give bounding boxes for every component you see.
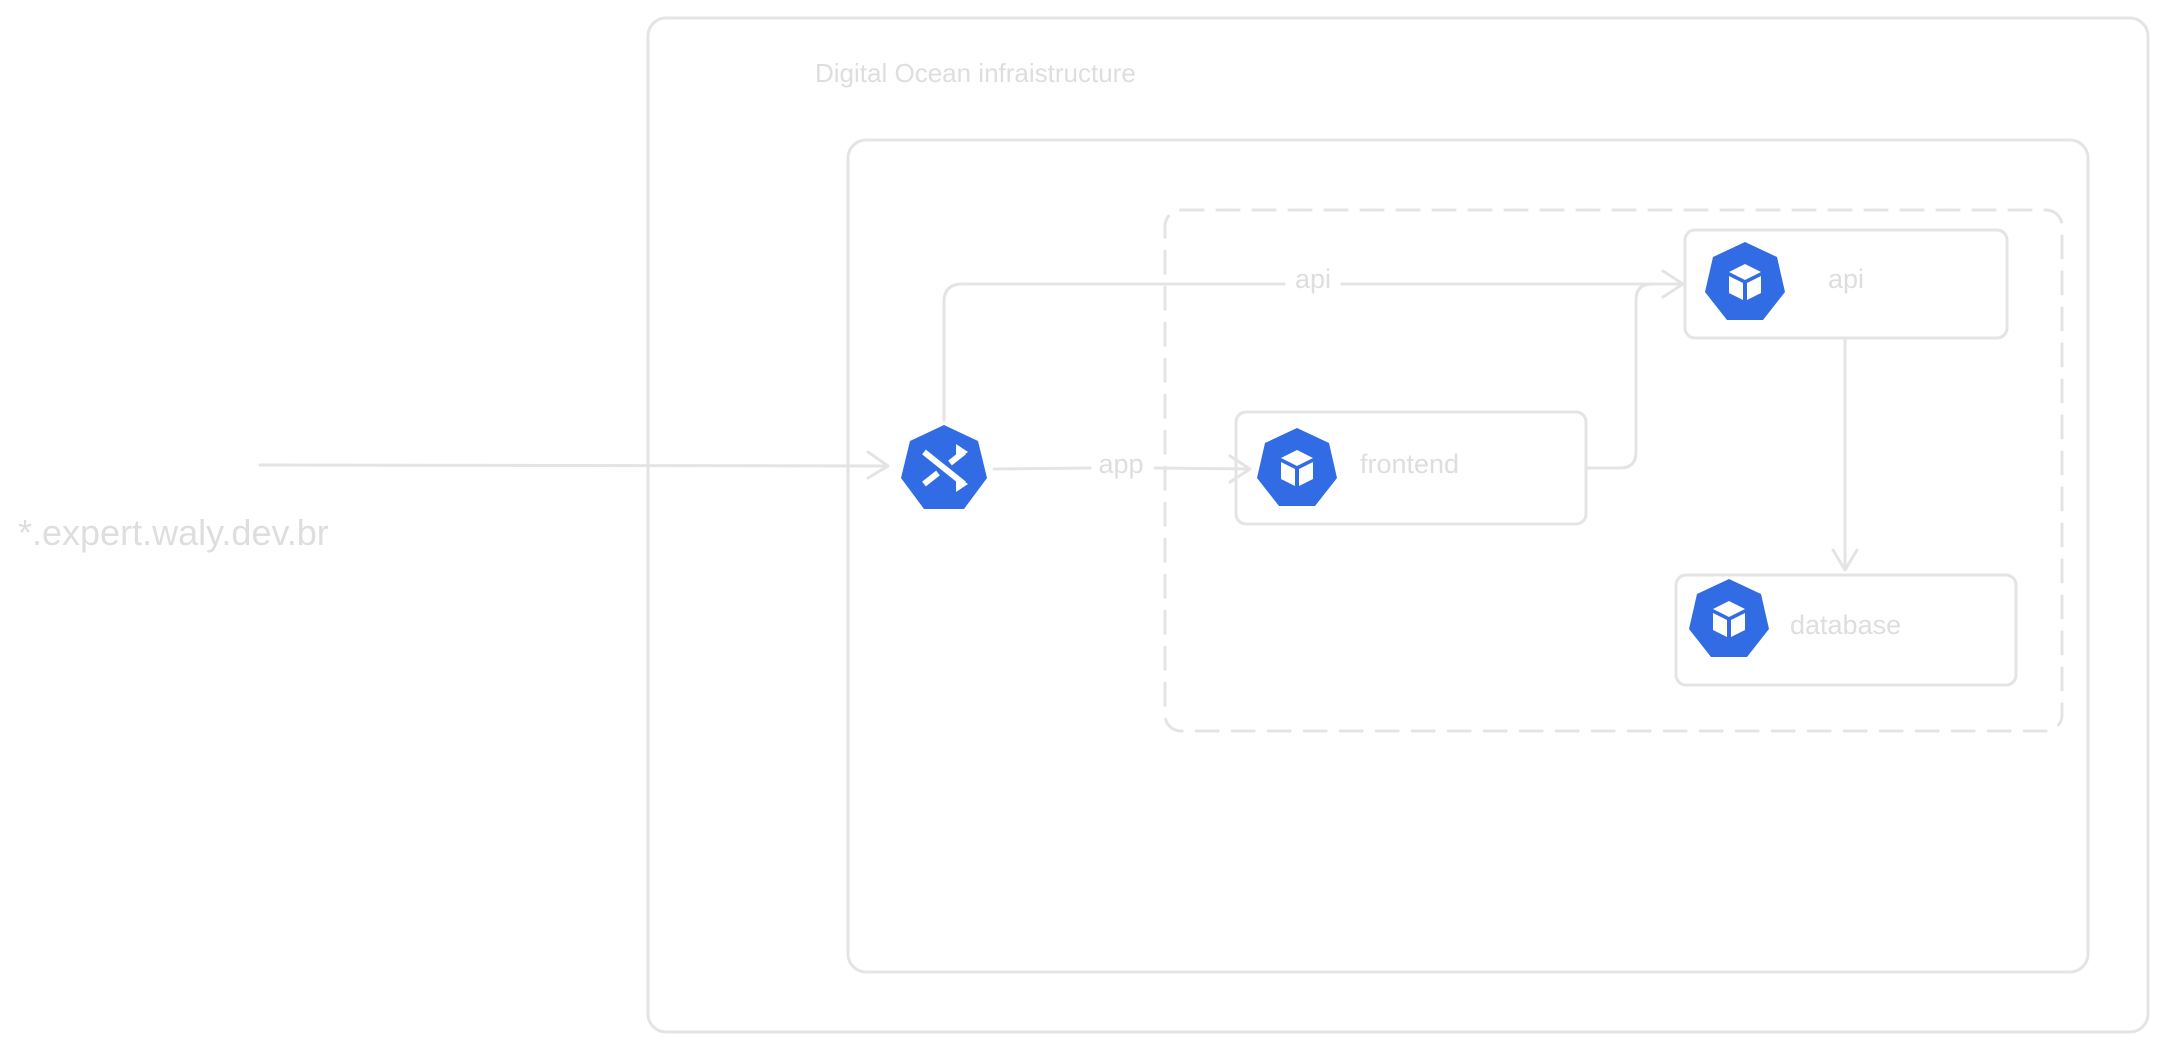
api-route-label: api (1295, 264, 1331, 294)
infrastructure-title: Digital Ocean infraistructure (815, 58, 1136, 88)
frontend-node (1234, 410, 1588, 526)
api-label: api (1828, 264, 1864, 294)
infrastructure-frame (646, 16, 2150, 1034)
incoming-traffic-arrow (258, 450, 890, 480)
database-node (1674, 573, 2018, 687)
cluster-frame (846, 138, 2090, 974)
api-node (1683, 228, 2009, 340)
external-domain-label: *.expert.waly.dev.br (18, 512, 329, 553)
frontend-to-api-arrow (1586, 282, 1685, 470)
app-route-label: app (1098, 449, 1143, 479)
api-to-database-arrow (1831, 338, 1859, 572)
frontend-label: frontend (1360, 449, 1459, 479)
database-label: database (1790, 610, 1901, 640)
kubernetes-ingress-icon (901, 425, 987, 509)
kubernetes-pod-icon (1257, 428, 1337, 506)
kubernetes-pod-icon (1689, 579, 1769, 657)
kubernetes-pod-icon (1705, 242, 1785, 320)
namespace-frame (1163, 208, 2064, 733)
